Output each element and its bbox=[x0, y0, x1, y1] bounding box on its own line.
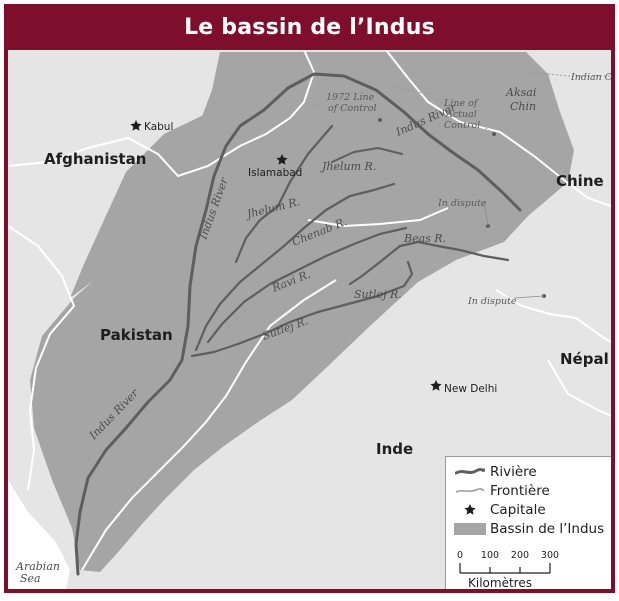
city-islamabad: Islamabad bbox=[248, 167, 302, 179]
river-symbol-icon bbox=[454, 463, 486, 481]
line-of-control bbox=[307, 89, 381, 121]
islamabad-star-icon bbox=[276, 154, 288, 165]
label-jhelum-1: Jhelum R. bbox=[320, 160, 376, 173]
scale-tick-300: 300 bbox=[541, 550, 559, 561]
border-india-pakistan bbox=[81, 279, 337, 571]
region-arabian: Arabian bbox=[15, 560, 60, 573]
border-afghanistan bbox=[8, 50, 316, 178]
river-beas bbox=[348, 240, 510, 286]
map-title: Le bassin de l’Indus bbox=[184, 14, 435, 40]
scale-tick-0: 0 bbox=[457, 550, 463, 561]
scale-tick-100: 100 bbox=[481, 550, 499, 561]
arabian-sea bbox=[8, 480, 70, 589]
river-ravi bbox=[206, 226, 408, 344]
region-chin: Chin bbox=[510, 100, 536, 113]
region-aksai: Aksai bbox=[505, 86, 536, 99]
scale-bar: 0 100 200 300 Kilomètres bbox=[457, 550, 559, 589]
label-lac-line2: Actual bbox=[445, 109, 477, 120]
indian-claim-line bbox=[527, 71, 611, 77]
legend-basin-label: Bassin de l’Indus bbox=[490, 521, 605, 537]
label-loc-line1: 1972 Line bbox=[326, 92, 375, 103]
kabul-star-icon bbox=[130, 120, 142, 131]
city-new-delhi: New Delhi bbox=[444, 383, 497, 395]
country-afghanistan: Afghanistan bbox=[44, 150, 146, 168]
map-area: Afghanistan Pakistan Inde Chine Népal Ak… bbox=[8, 50, 611, 589]
legend-border-label: Frontière bbox=[490, 483, 550, 499]
lac-dot bbox=[492, 132, 496, 136]
capitals bbox=[130, 120, 442, 391]
scale-line bbox=[459, 563, 551, 574]
leader-dispute-2 bbox=[513, 295, 545, 299]
capital-symbol-icon bbox=[454, 501, 486, 519]
scale-unit: Kilomètres bbox=[468, 576, 532, 589]
city-kabul: Kabul bbox=[144, 121, 173, 133]
country-nepal: Népal bbox=[560, 350, 609, 368]
title-bar: Le bassin de l’Indus bbox=[4, 4, 615, 50]
leader-dispute-1 bbox=[483, 201, 489, 227]
legend-row-basin: Bassin de l’Indus bbox=[454, 520, 604, 538]
legend-row-river: Rivière bbox=[454, 463, 537, 481]
river-indus bbox=[74, 72, 522, 576]
legend-capital-label: Capitale bbox=[490, 502, 546, 518]
country-pakistan: Pakistan bbox=[100, 326, 173, 344]
map-figure: Le bassin de l’Indus bbox=[4, 4, 615, 593]
river-jhelum bbox=[234, 124, 334, 264]
label-lac-line3: Control bbox=[444, 120, 480, 131]
river-chenab bbox=[194, 182, 396, 352]
river-tributary-north bbox=[331, 147, 403, 163]
map-legend: Rivière Frontière Capitale Bassin de l’I… bbox=[445, 456, 611, 589]
label-dispute-1: In dispute bbox=[437, 198, 487, 209]
region-sea: Sea bbox=[20, 572, 41, 585]
new-delhi-star-icon bbox=[430, 380, 442, 391]
border-china bbox=[385, 50, 611, 207]
rivers bbox=[74, 72, 522, 576]
map-svg: Afghanistan Pakistan Inde Chine Népal Ak… bbox=[8, 50, 611, 589]
legend-river-label: Rivière bbox=[490, 464, 537, 480]
label-sutlej-1: Sutlej R. bbox=[354, 288, 402, 301]
leader-lines bbox=[483, 201, 545, 299]
legend-row-border: Frontière bbox=[454, 482, 550, 500]
country-inde: Inde bbox=[376, 440, 413, 458]
border-kashmir bbox=[307, 207, 449, 228]
border-nepal-north bbox=[495, 289, 611, 343]
indus-basin-west-lobe bbox=[70, 110, 214, 298]
border-symbol-icon bbox=[454, 482, 486, 500]
indus-basin-area bbox=[30, 52, 574, 572]
loc-dot bbox=[378, 118, 382, 122]
basin-swatch-icon bbox=[454, 520, 486, 538]
country-chine: Chine bbox=[556, 172, 604, 190]
label-beas: Beas R. bbox=[403, 232, 446, 245]
river-sutlej bbox=[190, 260, 414, 358]
line-of-actual-control bbox=[387, 85, 495, 135]
border-nepal-south bbox=[547, 359, 611, 417]
label-indian-claim: Indian Claim bbox=[570, 72, 611, 83]
label-loc-line2: of Control bbox=[328, 103, 376, 114]
dotted-lines bbox=[307, 71, 611, 135]
scale-tick-200: 200 bbox=[511, 550, 529, 561]
border-pakistan-west bbox=[8, 225, 76, 491]
borders bbox=[8, 50, 611, 571]
label-lac-line1: Line of bbox=[443, 98, 479, 109]
label-dispute-2: In dispute bbox=[467, 296, 517, 307]
legend-row-capital: Capitale bbox=[454, 501, 546, 519]
